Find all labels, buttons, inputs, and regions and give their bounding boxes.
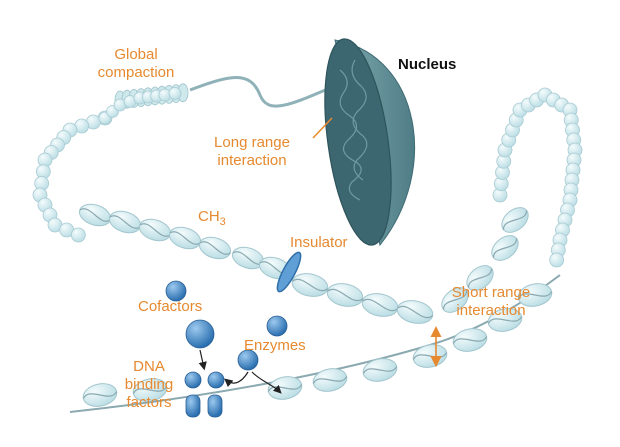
nucleosome (412, 344, 448, 368)
insulator-disc (276, 251, 302, 293)
nucleosome (291, 273, 329, 297)
binding-factor-4 (207, 394, 223, 418)
nucleosome (361, 293, 399, 317)
chromatin-bead (70, 227, 86, 243)
nucleosome (487, 308, 523, 332)
nucleus-label: Nucleus (398, 56, 457, 73)
binding-factor-3 (185, 394, 201, 418)
dna-binding-line-3: factors (126, 394, 172, 411)
nucleosome (396, 300, 434, 324)
cofactors-label: Cofactors (138, 298, 203, 315)
dna-strand (69, 274, 561, 413)
chromatin-bead (549, 252, 565, 268)
chromatin-beads (32, 87, 583, 268)
long-range-line-1: Long range (214, 134, 290, 151)
enzymes-label: Enzymes (244, 337, 306, 354)
nucleosome (82, 383, 118, 407)
nucleosome (362, 358, 398, 382)
cofactor-sphere-large (185, 319, 215, 349)
nucleus-hemisphere (324, 38, 416, 247)
nucleosome (326, 283, 364, 307)
dna-binding-line-2: binding (124, 376, 174, 393)
nucleosome (452, 328, 488, 352)
long-range-pointer (312, 117, 333, 139)
enzyme-sphere-top (266, 315, 288, 337)
ch3-base: CH (198, 208, 220, 225)
nucleosome (501, 207, 529, 233)
ch3-subscript: 3 (219, 216, 226, 228)
nucleosome (108, 210, 142, 234)
cofactor-arrow (198, 349, 207, 371)
dna-binding-line-1: DNA (133, 358, 165, 375)
short-range-line-1: Short range (451, 284, 531, 301)
proteins (165, 280, 288, 418)
insulator-label: Insulator (290, 234, 348, 251)
nucleosome (517, 283, 553, 307)
nucleosome (491, 235, 519, 261)
global-compaction-label: Global compaction (80, 46, 192, 82)
global-compaction-line-1: Global (114, 46, 158, 63)
binding-factor-1 (184, 371, 202, 389)
fiber-to-nucleus (189, 76, 331, 108)
enzyme-arrow-right (251, 371, 282, 394)
long-range-label: Long range interaction (196, 134, 308, 170)
short-range-label: Short range interaction (432, 284, 550, 320)
long-range-line-2: interaction (217, 152, 287, 169)
ch3-label: CH3 (198, 208, 226, 231)
short-range-line-2: interaction (456, 302, 526, 319)
nucleosome (312, 368, 348, 392)
nucleosome (441, 287, 469, 313)
nucleosome (466, 265, 494, 291)
chromatin-bead (168, 87, 182, 100)
global-compaction-line-2: compaction (97, 64, 175, 81)
enzyme-sphere-bottom (237, 349, 259, 371)
nucleosome (198, 236, 232, 260)
enzyme-arrow-left (224, 371, 249, 388)
dna-binding-label: DNA binding factors (116, 358, 182, 412)
cofactor-sphere-small (165, 280, 187, 302)
binding-factor-2 (207, 371, 225, 389)
nucleosome (138, 218, 172, 242)
nucleosome (132, 378, 168, 402)
nucleosome (78, 203, 112, 227)
